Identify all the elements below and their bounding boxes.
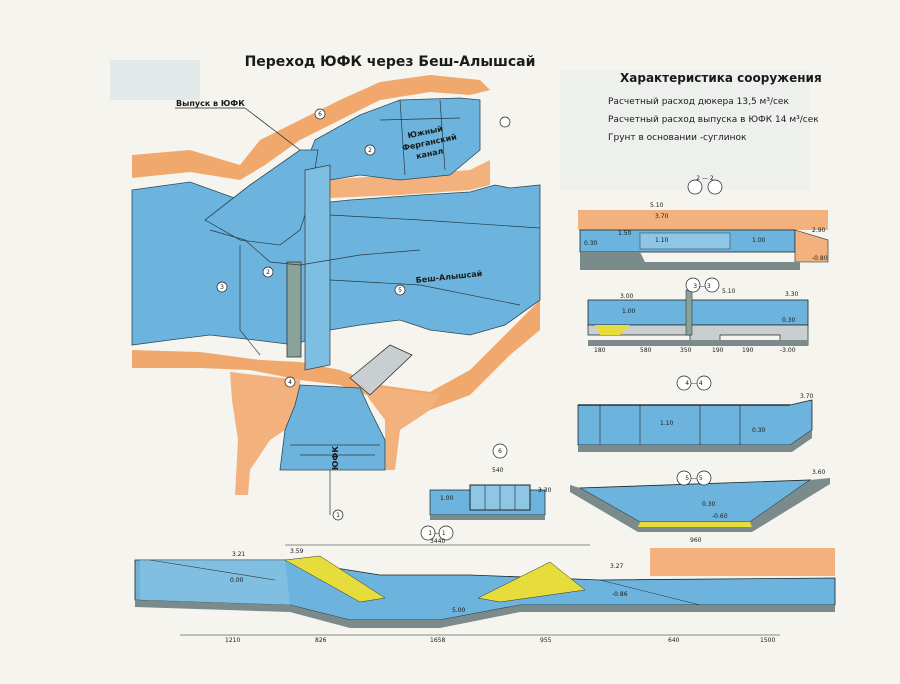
s55-elev-2: 0.30: [702, 501, 716, 508]
s22-elev-4: 1.10: [655, 237, 669, 244]
plan-bank-lower-right: [360, 385, 440, 470]
s55-elev-1: 3.60: [812, 469, 826, 476]
plan-crossing: [304, 164, 331, 371]
marker-1-circle: [332, 509, 344, 521]
characteristics-heading: Характеристика сооружения: [620, 71, 822, 85]
marker-3-circle: [216, 281, 228, 293]
s22-elev-7: 2.90: [812, 227, 826, 234]
s44-elev-2: 1.10: [660, 420, 674, 427]
plan-view: [131, 75, 541, 515]
outlet-leader: [244, 107, 301, 151]
plan-markers: [216, 108, 511, 521]
section-6-label: 6: [498, 448, 502, 455]
s11-elev-3: 0.00: [230, 577, 244, 584]
characteristic-line-3: Грунт в основании -суглинок: [608, 133, 747, 143]
s22-elev-1: 5.10: [650, 202, 664, 209]
s11-dim-5: 640: [668, 637, 680, 644]
section-6: [429, 443, 546, 520]
marker-4-circle: [284, 376, 296, 388]
s6-elev-2: 3.30: [538, 487, 552, 494]
plan-lines: [209, 99, 541, 515]
plan-bank-lower: [132, 300, 540, 410]
s22-elev-6: 1.00: [752, 237, 766, 244]
marker-1: 1: [336, 512, 340, 519]
s11-elev-2: 3.59: [290, 548, 304, 555]
s33-elev-5: 0.30: [782, 317, 796, 324]
s11-elev-1: 3.21: [232, 551, 246, 558]
marker-5: 5: [398, 287, 402, 294]
s11-dim-2: 826: [315, 637, 327, 644]
marker-5-circle: [394, 284, 406, 296]
s22-elev-5: 0.30: [584, 240, 598, 247]
section-4-4: [577, 375, 813, 452]
s33-dim-3: 350: [680, 347, 692, 354]
marker-4: 4: [288, 379, 292, 386]
s11-elev-5: 5.00: [452, 607, 466, 614]
plan-river-water: [131, 181, 541, 346]
s33-elev-3: 3.30: [785, 291, 799, 298]
s33-dim-5: 190: [742, 347, 754, 354]
marker-6: 6: [318, 111, 322, 118]
s55-elev-3: -0.60: [712, 513, 728, 520]
plan-bank-top: [132, 75, 490, 180]
s33-dim-2: 580: [640, 347, 652, 354]
s22-elev-2: 3.70: [655, 213, 669, 220]
s6-dim: 540: [492, 467, 504, 474]
plan-bridge: [349, 344, 413, 396]
s6-elev-1: 1.00: [440, 495, 454, 502]
drawing-title: Переход ЮФК через Беш-Алышсай: [245, 54, 536, 70]
s33-elev-2: 5.10: [722, 288, 736, 295]
plan-pier: [286, 261, 302, 358]
s33-elev-1: 3.00: [620, 293, 634, 300]
s22-elev-3: 1.50: [618, 230, 632, 237]
s33-elev-6: -3.00: [780, 347, 796, 354]
characteristic-line-2: Расчетный расход выпуска в ЮФК 14 м³/сек: [608, 115, 819, 125]
characteristic-line-1: Расчетный расход дюкера 13,5 м³/сек: [608, 97, 789, 107]
marker-3: 3: [220, 284, 224, 291]
s44-elev-3: 0.30: [752, 427, 766, 434]
section-2-2-label: 2 — 2: [696, 175, 714, 182]
section-1-1-label: 1 — 1: [428, 530, 446, 537]
s11-dim-6: 1500: [760, 637, 775, 644]
s11-elev-4: 3.27: [610, 563, 624, 570]
plan-yfk-water: [279, 384, 386, 471]
section-3-3-label: 3 — 3: [693, 283, 711, 290]
yfk-label: ЮФК: [331, 446, 340, 470]
s44-elev-1: 3.70: [800, 393, 814, 400]
outlet-label: Выпуск в ЮФК: [176, 99, 245, 108]
marker-2b-circle: [262, 266, 274, 278]
section-5-5-label: 5 — 5: [685, 475, 703, 482]
section-3-3: [587, 277, 809, 346]
s22-elev-8: -0.80: [812, 255, 828, 262]
section-5-5: [570, 470, 830, 532]
s11-dim-total: 3440: [430, 538, 445, 545]
s11-elev-6: -0.86: [612, 591, 628, 598]
s33-dim-1: 180: [594, 347, 606, 354]
section-4-4-label: 4 — 4: [685, 380, 703, 387]
s11-dim-4: 955: [540, 637, 552, 644]
marker-6-circle: [314, 108, 326, 120]
plan-bank-lower-left: [230, 372, 300, 495]
s11-dim-3: 1658: [430, 637, 445, 644]
plan-outlet-water: [204, 149, 319, 246]
section-2-2: [578, 179, 829, 270]
marker-2a-circle: [364, 144, 376, 156]
marker-2b: 2: [266, 269, 270, 276]
s33-dim-4: 190: [712, 347, 724, 354]
s33-elev-4: 1.00: [622, 308, 636, 315]
marker-2a: 2: [368, 147, 372, 154]
s11-dim-1: 1210: [225, 637, 240, 644]
background-ghost: [110, 60, 810, 190]
section-1-1: [134, 525, 836, 636]
s55-dim: 960: [690, 537, 702, 544]
marker-north-circle: [499, 116, 511, 128]
